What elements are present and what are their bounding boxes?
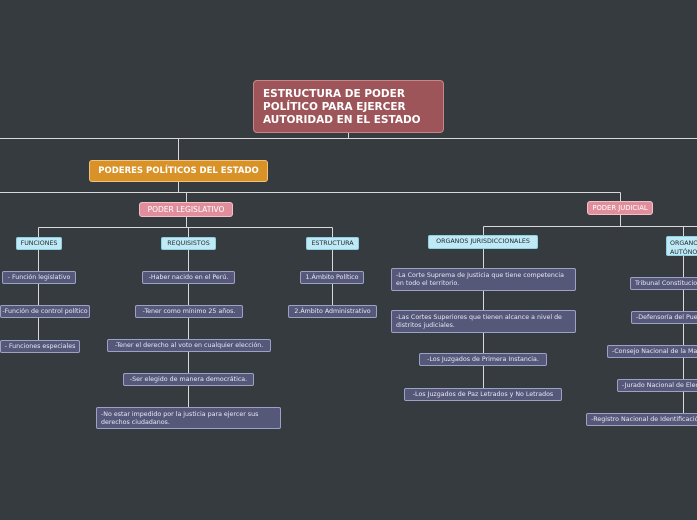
leaf-funciones-especiales[interactable]: - Funciones especiales <box>0 340 80 353</box>
leaf-ambito-politico[interactable]: 1.Ámbito Político <box>300 271 364 284</box>
leaf-juzgados-primera-instancia[interactable]: -Los Juzgados de Primera Instancia. <box>419 353 547 366</box>
leaf-juzgados-paz[interactable]: -Los Juzgados de Paz Letrados y No Letra… <box>404 388 562 401</box>
leaf-requisito-impedido[interactable]: -No estar impedido por la justicia para … <box>96 407 281 429</box>
root-topic[interactable]: ESTRUCTURA DE PODER POLÍTICO PARA EJERCE… <box>253 80 444 133</box>
organos-autonomos-line1: ORGANOS <box>670 240 697 247</box>
leaf-requisito-elegido[interactable]: -Ser elegido de manera democrática. <box>123 373 254 386</box>
leaf-requisito-voto[interactable]: -Tener el derecho al voto en cualquier e… <box>107 339 271 352</box>
category-funciones[interactable]: FUNCIONES <box>16 237 62 250</box>
category-requisitos[interactable]: REQUISISTOS <box>161 237 216 250</box>
leaf-ambito-administrativo[interactable]: 2.Ámbito Administrativo <box>288 305 377 318</box>
category-organos-autonomos[interactable]: ORGANOS AUTÓNOMOS <box>666 236 697 256</box>
leaf-registro-identificacion[interactable]: -Registro Nacional de Identificación <box>586 413 697 426</box>
category-estructura[interactable]: ESTRUCTURA <box>306 237 359 250</box>
leaf-corte-suprema[interactable]: -La Corte Suprema de Justicia que tiene … <box>391 268 576 291</box>
leaf-funcion-legislativo[interactable]: - Función legislativo <box>2 271 76 284</box>
organos-autonomos-line2: AUTÓNOMOS <box>670 249 697 256</box>
branch-poder-legislativo[interactable]: PODER LEGISLATIVO <box>139 202 233 217</box>
leaf-requisito-edad[interactable]: -Tener como mínimo 25 años. <box>135 305 243 318</box>
leaf-tribunal-constitucional[interactable]: Tribunal Constitucional <box>630 277 697 290</box>
leaf-cortes-superiores[interactable]: -Las Cortes Superiores que tienen alcanc… <box>391 310 576 333</box>
leaf-jurado-elecciones[interactable]: -Jurado Nacional de Elecciones <box>617 379 697 392</box>
main-topic-poderes[interactable]: PODERES POLÍTICOS DEL ESTADO <box>89 160 268 182</box>
leaf-defensoria-pueblo[interactable]: -Defensoría del Pueblo <box>631 311 697 324</box>
leaf-requisito-nacido[interactable]: -Haber nacido en el Perú. <box>142 271 235 284</box>
leaf-consejo-magistratura[interactable]: -Consejo Nacional de la Magistratura <box>607 345 697 358</box>
branch-poder-judicial[interactable]: PODER JUDICIAL <box>587 201 653 215</box>
category-organos-jurisdiccionales[interactable]: ORGANOS JURISDICCIONALES <box>428 235 538 249</box>
leaf-funcion-control[interactable]: -Función de control político <box>0 305 90 318</box>
